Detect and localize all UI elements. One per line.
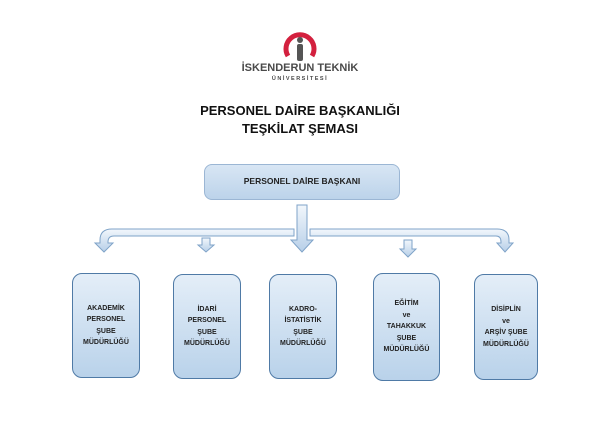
university-logo-icon [283, 32, 317, 61]
unit-line: ŞUBE [293, 328, 313, 336]
unit-line: ŞUBE [96, 327, 116, 335]
unit-line: TAHAKKUK [386, 323, 427, 331]
unit-line: PERSONEL [187, 317, 227, 324]
logo-name: İSKENDERUN TEKNİK [241, 62, 359, 74]
unit-line: EĞİTİM [394, 300, 419, 308]
unit-box-idari: İDARİ PERSONEL ŞUBE MÜDÜRLÜĞÜ [173, 274, 241, 379]
page-title: PERSONEL DAİRE BAŞKANLIĞI [200, 103, 400, 118]
head-box: PERSONEL DAİRE BAŞKANI [204, 164, 400, 200]
small-arrow-2 [196, 237, 216, 253]
unit-line: ve [402, 311, 411, 319]
unit-line: MÜDÜRLÜĞÜ [83, 339, 129, 346]
unit-line: ŞUBE [396, 334, 417, 342]
left-branch-arrow [93, 228, 295, 253]
unit-line: AKADEMİK [87, 304, 125, 312]
unit-line: ŞUBE [197, 328, 217, 336]
unit-line: MÜDÜRLÜĞÜ [184, 340, 230, 347]
unit-box-kadro: KADRO- İSTATİSTİK ŞUBE MÜDÜRLÜĞÜ [269, 274, 337, 379]
unit-line: MÜDÜRLÜĞÜ [483, 340, 529, 348]
logo-subtitle: ÜNİVERSİTESİ [271, 76, 329, 82]
unit-line: KADRO- [289, 305, 317, 313]
unit-line: İDARİ [197, 305, 217, 313]
small-arrow-4 [398, 239, 418, 258]
unit-box-akademik: AKADEMİK PERSONEL ŞUBE MÜDÜRLÜĞÜ [72, 273, 140, 378]
unit-line: ve [502, 317, 510, 325]
head-label: PERSONEL DAİRE BAŞKANI [243, 176, 361, 187]
center-arrow [289, 204, 315, 253]
unit-line: MÜDÜRLÜĞÜ [280, 340, 326, 347]
unit-line: İSTATİSTİK [284, 317, 322, 324]
unit-line: PERSONEL [86, 316, 126, 323]
unit-line: ARŞİV ŞUBE [484, 329, 528, 336]
page-subtitle: TEŞKİLAT ŞEMASI [241, 121, 359, 136]
unit-line: DİSİPLİN [491, 306, 521, 313]
unit-line: MÜDÜRLÜĞÜ [383, 346, 430, 354]
right-branch-arrow [309, 228, 515, 253]
